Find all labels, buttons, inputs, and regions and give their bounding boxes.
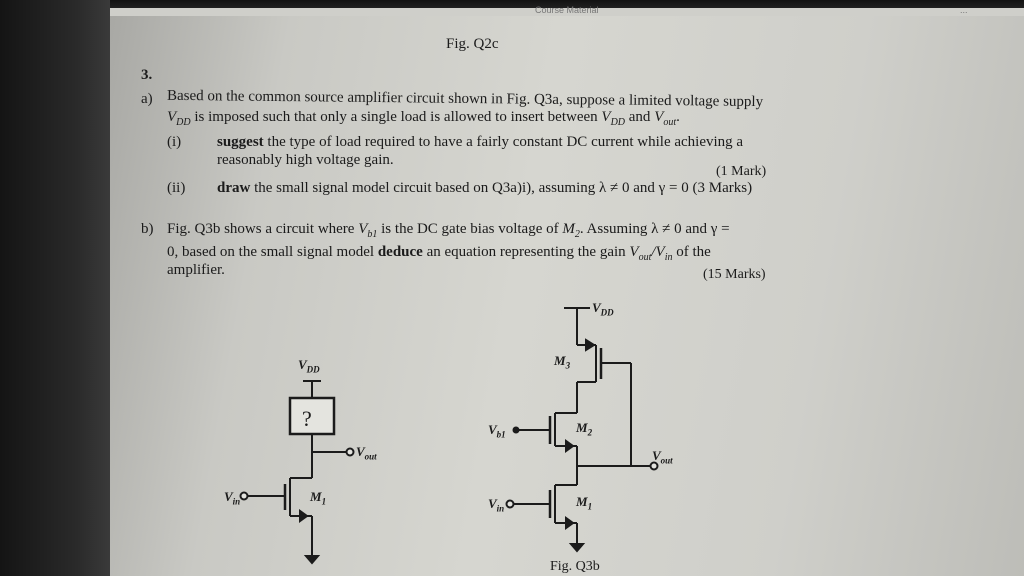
part-a-i-line1: suggest the type of load required to hav… [217,134,744,150]
browser-top-strip: Course Material ... [110,5,1024,16]
part-b-line3: amplifier. [167,262,225,278]
document-page: Course Material ... Fig. Q2c 3. a) Based… [110,5,1024,576]
fig-a-m1-label: M1 [310,489,327,507]
fig-a-vdd-label: VDD [298,357,320,375]
part-b-line1: Fig. Q3b shows a circuit where Vb1 is th… [167,221,730,240]
fig-b-m2-label: M2 [576,420,593,438]
fig-b-vin-label: Vin [488,496,505,514]
fig-a-load-box [288,396,336,436]
fig-b-vout-terminal [649,461,659,471]
question-number: 3. [141,67,153,83]
part-a-label: a) [141,91,153,107]
monitor-bezel-left [0,0,110,576]
fig-b-vout-label: Vout [652,448,673,466]
fig-a-load-question: ? [302,406,312,431]
fig-b-vin-terminal [505,499,515,509]
circuit-diagrams: ? [239,307,659,565]
part-b-marks: (15 Marks) [703,267,766,282]
part-a-ii-label: (ii) [167,180,186,196]
fig-b-m3-label: M3 [554,353,571,371]
fig-a-ground [303,555,321,565]
fig-b-ground [568,543,586,553]
fig-a-vin-terminal [239,491,249,501]
part-a-i-line2: reasonably high voltage gain. [217,152,394,168]
part-a-line2: VDD is imposed such that only a single l… [167,109,680,128]
fig-a-vout-label: Vout [356,444,377,462]
fig-b-circuit [505,307,659,553]
part-a-ii-line1: draw the small signal model circuit base… [217,180,753,196]
fig-q2c-caption: Fig. Q2c [446,36,499,52]
fig-q3b-caption: Fig. Q3b [550,559,600,574]
fig-b-m1-label: M1 [576,494,593,512]
part-a-i-marks: (1 Mark) [716,164,767,179]
top-right-text: ... [960,5,968,15]
part-b-label: b) [141,221,154,237]
part-b-line2: 0, based on the small signal model deduc… [167,244,711,263]
fig-a-vout-terminal [345,447,355,457]
fig-a-circuit [239,380,355,565]
top-strip-text: Course Material [535,5,599,15]
fig-b-vb1-label: Vb1 [488,422,506,440]
part-a-i-label: (i) [167,134,182,150]
fig-a-vin-label: Vin [224,489,241,507]
fig-b-vdd-label: VDD [592,300,614,318]
